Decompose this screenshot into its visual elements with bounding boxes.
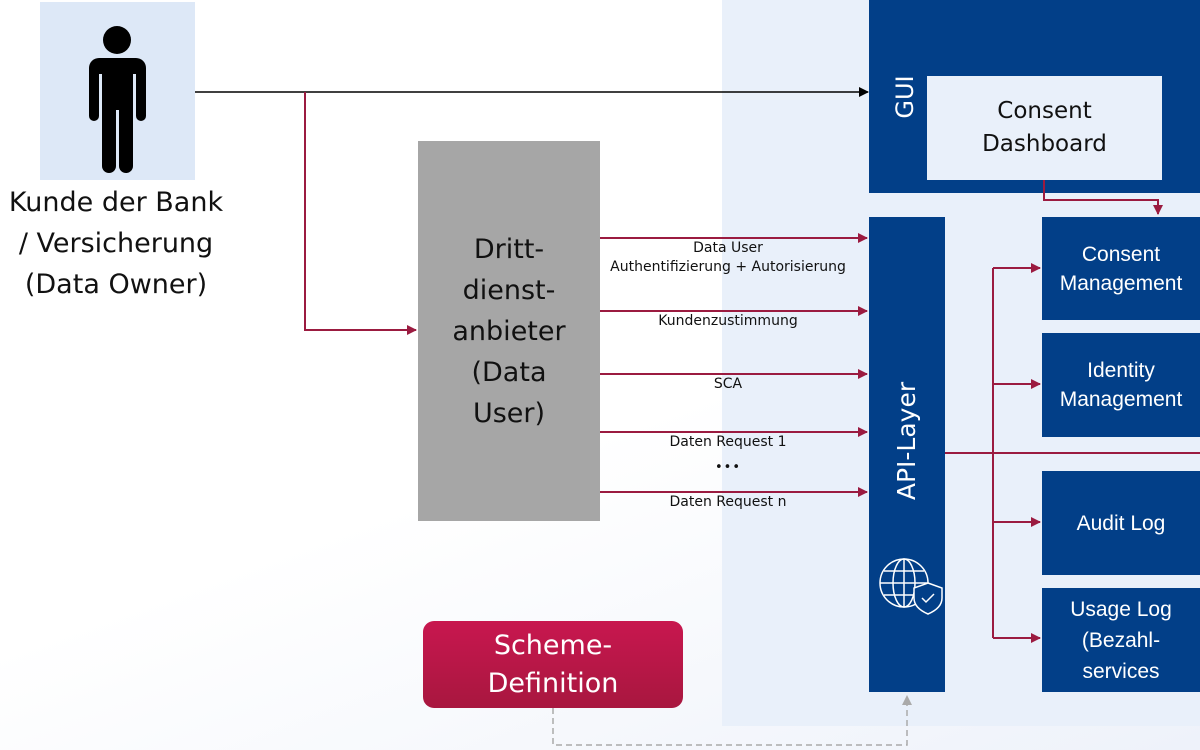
customer-label-line: Kunde der Bank bbox=[8, 187, 224, 218]
api-layer-box bbox=[869, 217, 945, 692]
service-label-line: Consent bbox=[1081, 242, 1161, 266]
message-label-sca: SCA bbox=[713, 376, 743, 392]
usage-log-box: Usage Log (Bezahl- services bbox=[1042, 588, 1200, 692]
scheme-label-line: Definition bbox=[487, 667, 619, 699]
message-label-auth: Data User Authentifizierung + Autorisier… bbox=[600, 239, 856, 277]
customer-box bbox=[40, 2, 195, 180]
message-label-request-1: Daten Request 1 bbox=[669, 434, 787, 450]
third-party-provider-box: Dritt- dienst- anbieter (Data User) bbox=[418, 141, 600, 521]
service-label-line: Management bbox=[1059, 388, 1183, 411]
service-label-line: (Bezahl- bbox=[1081, 628, 1161, 652]
service-label-line: services bbox=[1082, 659, 1160, 683]
message-label-consent: Kundenzustimmung bbox=[658, 313, 798, 329]
service-label-line: Audit Log bbox=[1076, 511, 1166, 535]
audit-log-box: Audit Log bbox=[1042, 471, 1200, 575]
message-label-line: Data User bbox=[693, 240, 763, 256]
service-label-line: Identity bbox=[1087, 359, 1155, 382]
dashboard-to-consent-arrow bbox=[1043, 180, 1163, 215]
scheme-label-line: Scheme- bbox=[493, 629, 613, 661]
scheme-definition-box: Scheme- Definition bbox=[423, 621, 683, 708]
message-label-request-n: Daten Request n bbox=[669, 494, 787, 510]
ellipsis: ••• bbox=[714, 460, 741, 475]
globe-shield-icon bbox=[879, 558, 943, 615]
customer-label-line: / Versicherung bbox=[18, 228, 214, 259]
message-label-line: Authentifizierung + Autorisierung bbox=[610, 259, 846, 275]
identity-management-box: Identity Management bbox=[1042, 333, 1200, 437]
dashboard-label-line: Dashboard bbox=[982, 131, 1107, 157]
service-label-line: Management bbox=[1059, 271, 1183, 295]
consent-dashboard-box: Consent Dashboard bbox=[927, 76, 1162, 180]
service-label-line: Usage Log bbox=[1070, 597, 1172, 621]
customer-label: Kunde der Bank / Versicherung (Data Owne… bbox=[0, 182, 232, 305]
dashboard-label-line: Consent bbox=[997, 98, 1092, 124]
consent-management-box: Consent Management bbox=[1042, 217, 1200, 320]
person-icon bbox=[89, 26, 146, 173]
customer-label-line: (Data Owner) bbox=[24, 269, 208, 300]
scheme-to-api-arrow bbox=[552, 695, 912, 746]
customer-to-third-party-arrow bbox=[304, 92, 417, 335]
